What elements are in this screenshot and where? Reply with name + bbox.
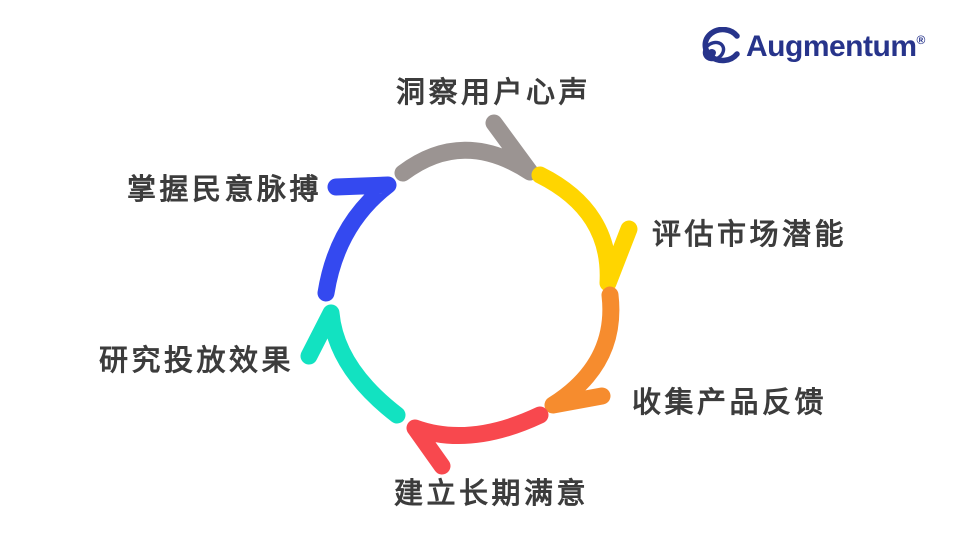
cycle-label-collect-product-feedback: 收集产品反馈 [632,387,828,419]
arrow-bottom-right-orange [544,286,620,414]
brand-logo: Augmentum ® [697,27,925,67]
cycle-label-insight-user-voice: 洞察用户心声 [396,77,592,109]
brand-name: Augmentum [746,30,917,63]
arrow-top-gray [394,114,539,182]
arrow-top-left-blue [317,176,397,302]
cycle-label-research-ad-effect: 研究投放效果 [99,345,295,377]
registered-trademark-symbol: ® [916,33,926,47]
arrow-top-right-yellow [531,166,638,292]
brand-swirl-icon [702,27,740,64]
cycle-label-assess-market-potential: 评估市场潜能 [652,219,848,251]
cycle-label-grasp-public-opinion: 掌握民意脉搏 [127,174,323,206]
arrow-bottom-left-teal [300,304,406,424]
cycle-label-build-longterm-satisfaction: 建立长期满意 [394,478,590,510]
arrow-bottom-red [406,406,549,475]
